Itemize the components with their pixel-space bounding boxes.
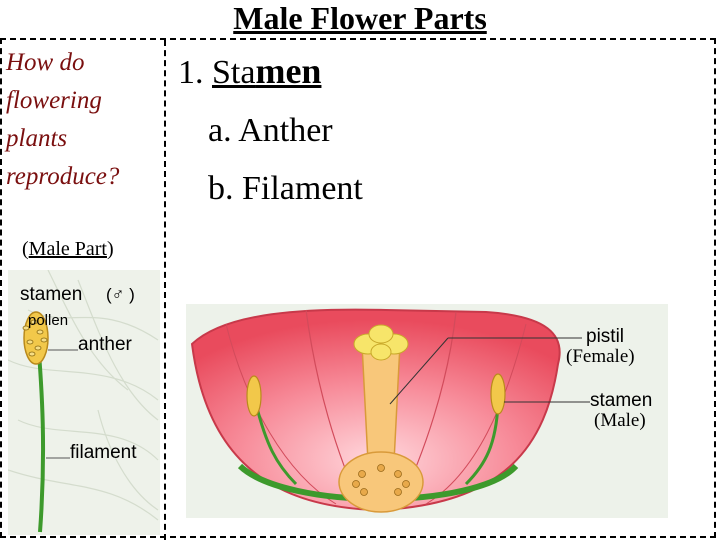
flower-diagram: pistil (Female) stamen (Male) xyxy=(186,304,668,518)
stamen-diagram: stamen (♂ ) pollen anther filament xyxy=(8,270,160,535)
stamen-word: Stamen xyxy=(212,54,321,91)
question-line-1: How do xyxy=(6,44,166,82)
stamen-number: 1. xyxy=(178,54,204,91)
male-part-close: ) xyxy=(107,238,114,260)
anther-label: anther xyxy=(78,334,133,355)
question-line-2: flowering xyxy=(6,82,166,120)
male-symbol: (♂ ) xyxy=(106,285,135,304)
question-line-4: reproduce? xyxy=(6,158,166,196)
right-anther xyxy=(491,374,505,414)
stamen-suffix: men xyxy=(255,51,321,91)
slide-title: Male Flower Parts xyxy=(200,0,520,36)
male-part-open: ( xyxy=(22,238,29,260)
stamen-diagram-svg: stamen (♂ ) pollen anther filament xyxy=(8,270,160,535)
flower-diagram-svg: pistil (Female) stamen (Male) xyxy=(186,304,668,518)
pistil-caption: (Female) xyxy=(566,346,635,367)
question-text: How do flowering plants reproduce? xyxy=(6,44,166,196)
pistil-label: pistil xyxy=(586,326,624,347)
pistil-style xyxy=(362,344,400,462)
pollen-label: pollen xyxy=(28,312,68,329)
filament-item: b. Filament xyxy=(208,170,363,208)
stamen-label: stamen xyxy=(590,390,652,411)
filament-label: filament xyxy=(70,442,137,463)
anther-item: a. Anther xyxy=(208,112,333,150)
stamen-label: stamen xyxy=(20,284,82,305)
left-anther xyxy=(247,376,261,416)
male-part-text: Male Part xyxy=(29,238,107,260)
ovary xyxy=(339,452,423,512)
stamen-heading: 1. Stamen xyxy=(178,50,321,92)
male-part-label: (Male Part) xyxy=(22,238,114,261)
question-line-3: plants xyxy=(6,120,166,158)
stamen-prefix: Sta xyxy=(212,54,255,91)
stamen-caption: (Male) xyxy=(594,410,646,431)
